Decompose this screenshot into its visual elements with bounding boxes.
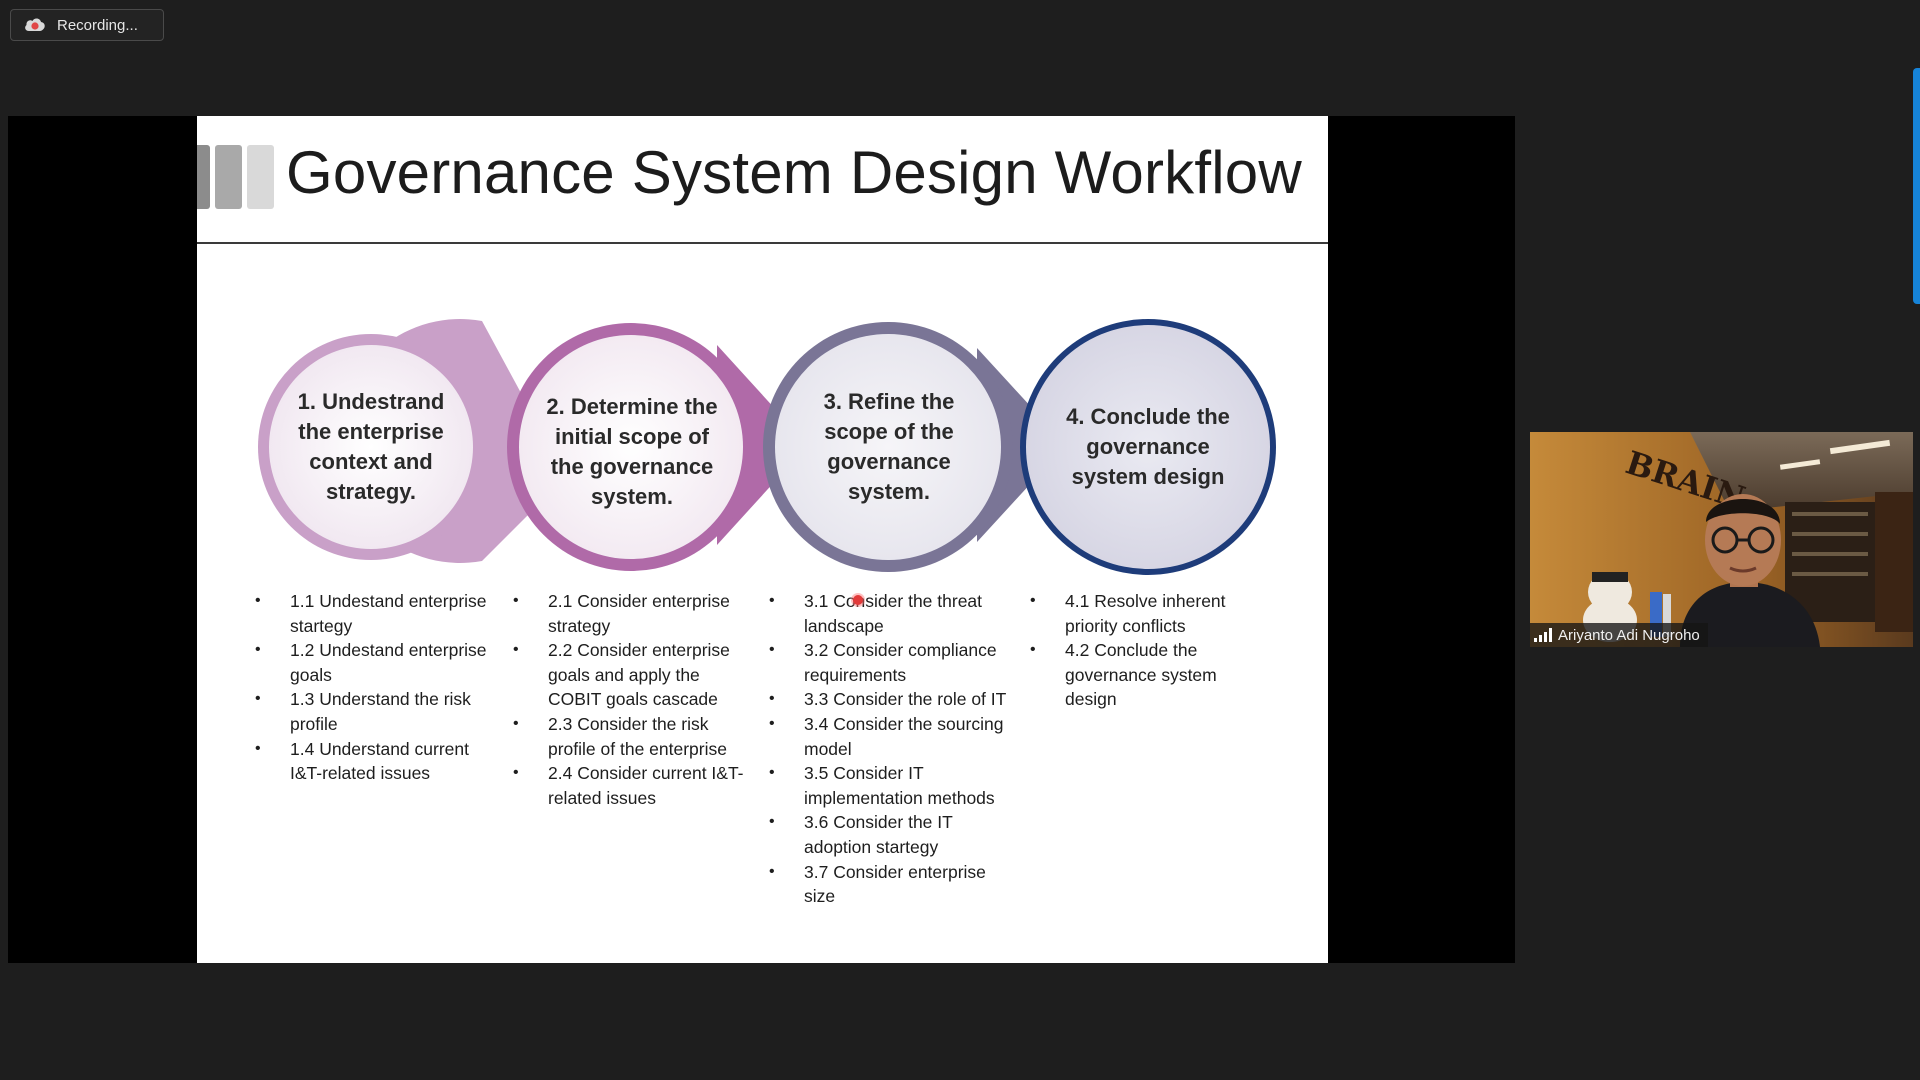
cloud-record-icon: [25, 18, 45, 31]
recording-label: Recording...: [57, 16, 138, 34]
list-item: 2.1 Consider enterprise strategy: [513, 589, 753, 638]
list-item: 1.1 Undestand enterprise startegy: [255, 589, 495, 638]
step-4-items: 4.1 Resolve inherent priority conflicts …: [1030, 589, 1260, 712]
list-item: 1.4 Understand current I&T-related issue…: [255, 737, 495, 786]
step-2-label: 2. Determine the initial scope of the go…: [546, 394, 718, 509]
shared-screen: Governance System Design Workflow: [8, 116, 1515, 963]
list-item: 4.2 Conclude the governance system desig…: [1030, 638, 1260, 712]
participant-name-bar: Ariyanto Adi Nugroho: [1530, 623, 1708, 647]
recording-indicator[interactable]: Recording...: [10, 9, 164, 41]
slide-title: Governance System Design Workflow: [286, 139, 1302, 206]
step-1-shape: [258, 319, 548, 563]
step-4-label: 4. Conclude the governance system design: [1066, 404, 1230, 489]
list-item: 3.7 Consider enterprise size: [769, 860, 1015, 909]
step-4-shape: [1020, 319, 1276, 575]
step-2-shape: [507, 323, 808, 571]
list-item: 3.4 Consider the sourcing model: [769, 712, 1015, 761]
signal-bars-icon: [1534, 628, 1552, 642]
laser-pointer: [853, 595, 863, 605]
step-3-items: 3.1 Consider the threat landscape 3.2 Co…: [769, 589, 1015, 909]
presentation-slide: Governance System Design Workflow: [197, 116, 1328, 963]
list-item: 3.5 Consider IT implementation methods: [769, 761, 1015, 810]
step-1-items: 1.1 Undestand enterprise startegy 1.2 Un…: [255, 589, 495, 786]
step-3-label: 3. Refine the scope of the governance sy…: [823, 389, 955, 504]
presenter: [1680, 494, 1820, 647]
list-item: 2.4 Consider current I&T-related issues: [513, 761, 753, 810]
title-divider: [197, 242, 1328, 244]
list-item: 3.6 Consider the IT adoption startegy: [769, 810, 1015, 859]
participant-video-tile[interactable]: BRAIN Ariyanto Adi Nugroho: [1530, 432, 1913, 647]
list-item: 3.3 Consider the role of IT: [769, 687, 1015, 712]
step-2-items: 2.1 Consider enterprise strategy 2.2 Con…: [513, 589, 753, 810]
participant-name: Ariyanto Adi Nugroho: [1558, 626, 1700, 644]
slide-title-bar: Governance System Design Workflow: [197, 116, 1328, 242]
side-panel-handle[interactable]: [1913, 68, 1920, 304]
workflow-diagram: [258, 319, 1276, 575]
list-item: 3.1 Consider the threat landscape: [769, 589, 1015, 638]
list-item: 3.2 Consider compliance requirements: [769, 638, 1015, 687]
participant-video-feed: BRAIN: [1530, 432, 1913, 647]
list-item: 1.2 Undestand enterprise goals: [255, 638, 495, 687]
list-item: 2.3 Consider the risk profile of the ent…: [513, 712, 753, 761]
list-item: 4.1 Resolve inherent priority conflicts: [1030, 589, 1260, 638]
step-1-label: 1. Undestrand the enterprise context and…: [297, 389, 445, 504]
list-item: 2.2 Consider enterprise goals and apply …: [513, 638, 753, 712]
list-item: 1.3 Understand the risk profile: [255, 687, 495, 736]
